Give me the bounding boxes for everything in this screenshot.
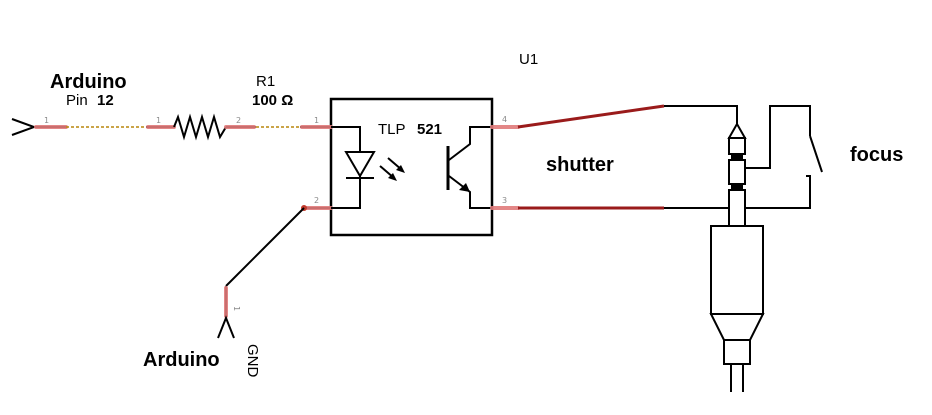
arduino-top-label: Arduino [50,71,127,93]
light-emission-arrows-icon [379,157,405,181]
wire-to-gnd [225,207,305,287]
pin-word-label: Pin [66,92,88,109]
r1-pin1-number: 1 [156,116,161,125]
led-icon [331,126,376,209]
connector-arrow-icon [217,315,235,339]
tlp-number-label: 521 [417,121,442,138]
r1-value-label: 100 Ω [252,92,293,109]
focus-switch-icon [809,135,823,173]
u1-reference-label: U1 [519,51,538,68]
resistor-zigzag-icon [173,113,227,141]
gnd-label: GND [244,344,261,378]
wire-focus-top [748,105,811,169]
focus-label: focus [850,144,903,166]
tlp-name-label: TLP [378,121,406,138]
audio-jack-plug-icon [709,121,765,392]
wire-to-jack-tip [664,105,738,124]
u1-body [329,97,494,237]
shutter-label: shutter [546,154,614,176]
arduino-pin12-connector: 1 [11,116,68,136]
gnd-pin-number: 1 [232,306,241,311]
r1-pin2-number: 2 [236,116,241,125]
u1-pin4-number: 4 [502,115,507,124]
u1-pin1-number: 1 [314,116,319,125]
u1-pin3-number: 3 [502,196,507,205]
connector-arrow-icon [11,118,37,136]
r1-reference-label: R1 [256,73,275,90]
optocoupler-u1: TLP 521 1 2 [300,97,520,237]
pin-number-label: 12 [97,92,114,109]
arduino-bottom-label: Arduino [143,349,220,371]
wire-shutter-collector [517,104,665,129]
wire-focus-bottom [748,175,811,209]
phototransistor-icon [446,126,492,209]
arduino-gnd-connector: 1 [217,286,241,339]
j1-pin-number: 1 [44,116,49,125]
u1-pin2-number: 2 [314,196,319,205]
resistor-r1: 1 2 [146,113,256,141]
